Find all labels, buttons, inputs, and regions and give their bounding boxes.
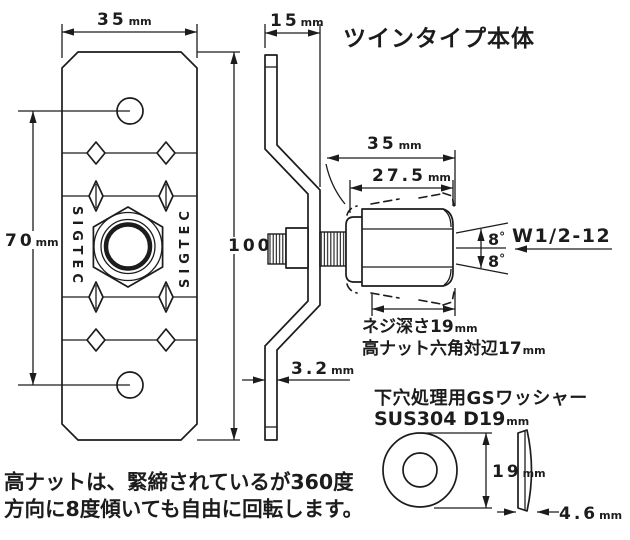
washer-inner-circle [402,452,438,488]
dim-label-bracket-depth: 15mm [270,11,324,31]
dim-bracket-depth: 15mm [264,11,324,187]
washer-spec: SUS304 D19mm [374,408,529,430]
washer-side-profile [517,429,533,512]
dim-bracket-thickness: 3.2mm [242,359,354,384]
footnote-line2: 方向に8度傾いても自由に回転します。 [4,497,363,521]
thread-spec-label: W1/2-12 [512,225,611,247]
dim-label-bracket-thickness: 3.2mm [291,359,354,379]
dim-washer-thickness: 4.6mm [497,504,622,524]
high-nut-collar [345,216,364,283]
high-nut-body [361,208,454,287]
stud-thread-left [267,233,287,265]
stud-thread-right [319,231,347,267]
dim-label-washer-thickness: 4.6mm [559,504,622,524]
dim-label-washer-diameter: 19mm [492,462,546,482]
brand-text-left: SIGTEC [69,206,84,288]
bracket-profile [264,54,321,441]
dim-washer-diameter: 19mm [423,432,546,509]
thread-spec-callout: W1/2-12 [512,225,612,253]
thread-depth-note: ネジ深さ19mm [362,316,478,337]
plate-outline [61,51,198,441]
jam-nut [285,227,309,269]
high-nut [345,208,454,287]
brand-text-right: SIGTEC [178,206,193,288]
tilt-angle-upper-label: 8° [488,230,505,249]
washer-outer-circle [382,432,458,508]
washer-view: 下穴処理用GSワッシャー SUS304 D19mm 19mm 4.6mm [374,387,622,524]
hex-width-note: 高ナット六角対辺17mm [362,338,546,359]
captive-nut-front [92,206,164,288]
dim-label-hole-pitch: 70mm [5,231,59,251]
tilt-angle-callout: 8° 8° [455,222,509,275]
tilt-angle-lower-label: 8° [488,252,505,271]
footnote: 高ナットは、緊締されているが360度 方向に8度傾いても自由に回転します。 [4,470,363,521]
thread-depth-dim: ネジ深さ19mm 高ナット六角対辺17mm [362,288,546,359]
dim-hole-pitch: 70mm [3,110,130,386]
page-title: ツインタイプ本体 [343,26,535,52]
washer-label: 下穴処理用GSワッシャー [374,387,588,409]
side-view: 15mm 3.2mm [242,11,354,441]
emboss-rows [62,141,197,352]
footnote-line1: 高ナットは、緊締されているが360度 [4,470,354,494]
